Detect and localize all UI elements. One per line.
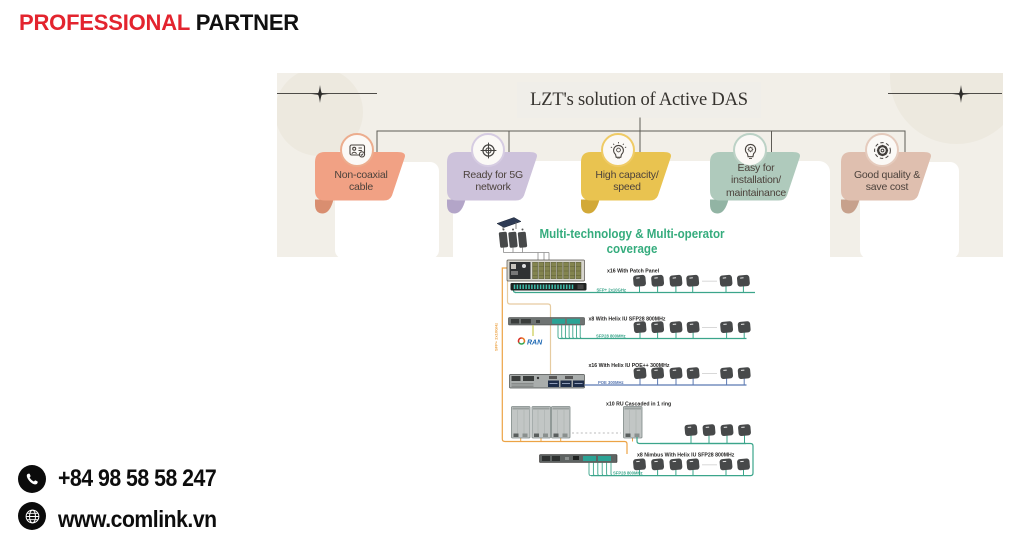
svg-text:x10 RU Cascaded in 1 ring: x10 RU Cascaded in 1 ring	[606, 402, 671, 408]
svg-text:x16 With Patch Panel: x16 With Patch Panel	[607, 269, 660, 275]
svg-text:SFP28 800MHz: SFP28 800MHz	[596, 333, 626, 338]
svg-text:SFP+ 2x10GHz: SFP+ 2x10GHz	[494, 323, 499, 351]
svg-text:x16 With Helix IU POE++ 300MH: x16 With Helix IU POE++ 300MHz	[589, 363, 670, 369]
svg-text:SFP+ 2x10GHz: SFP+ 2x10GHz	[597, 287, 626, 292]
svg-text:SFP28 800MHz: SFP28 800MHz	[613, 471, 643, 476]
svg-text:x8 Nimbus With Helix IU SFP28: x8 Nimbus With Helix IU SFP28 800MHz	[637, 453, 735, 459]
svg-text:x8 With Helix IU SFP28 800MHz: x8 With Helix IU SFP28 800MHz	[589, 316, 666, 322]
svg-text:POE 300MHz: POE 300MHz	[598, 380, 624, 385]
svg-text:RAN: RAN	[527, 339, 543, 346]
